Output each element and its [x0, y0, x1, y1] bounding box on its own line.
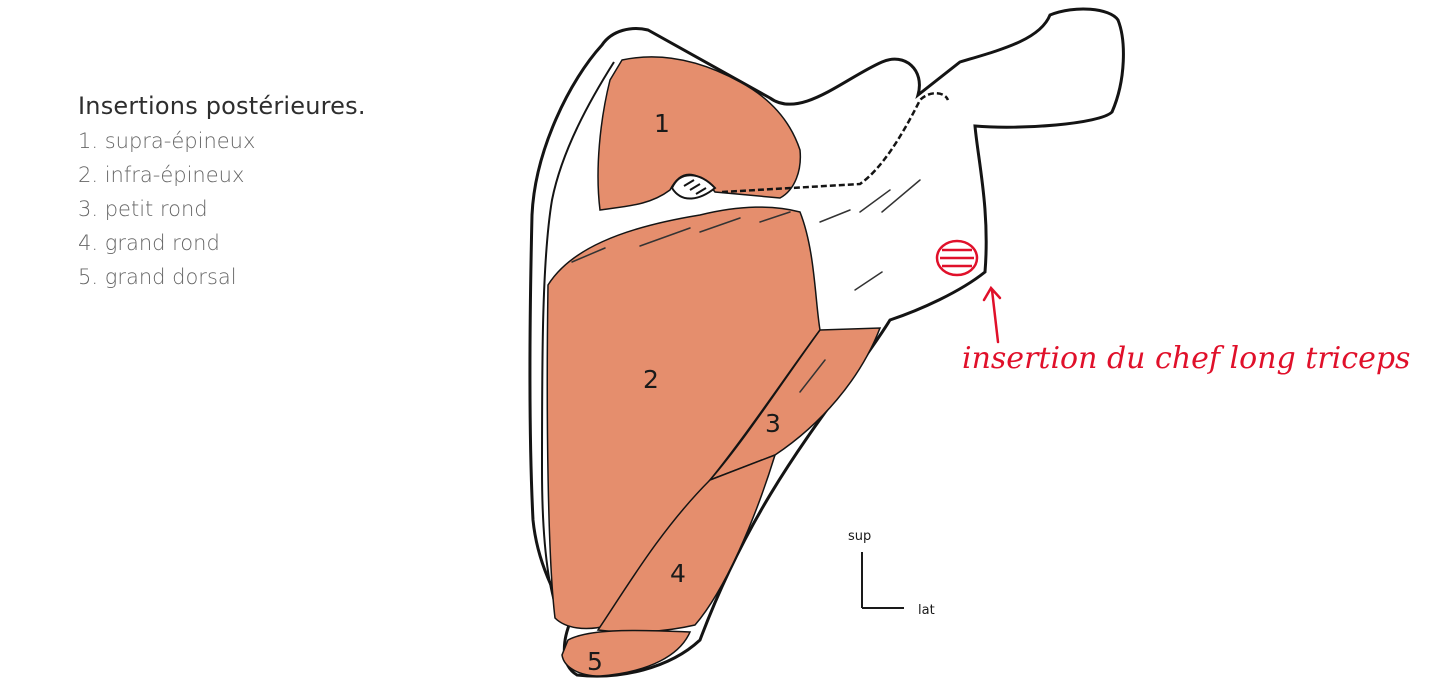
legend-title: Insertions postérieures. [78, 92, 366, 120]
region-grand-dorsal [561, 629, 692, 677]
orientation-sup-label: sup [848, 529, 871, 544]
label-region-4: 4 [670, 559, 686, 588]
legend-item-grand-dorsal: 5. grand dorsal [78, 265, 237, 289]
legend-item-petit-rond: 3. petit rond [78, 197, 208, 221]
orientation-lat-label: lat [918, 603, 935, 618]
scapular-spine [721, 92, 950, 194]
legend-list: 1. supra-épineux 2. infra-épineux 3. pet… [78, 124, 458, 294]
legend-item-supra-epineux: 1. supra-épineux [78, 129, 256, 153]
scapula-inner-border [540, 61, 615, 621]
annotation-text: insertion du chef long triceps [962, 341, 1410, 376]
label-region-2: 2 [643, 365, 659, 394]
triceps-insertion-mark [935, 239, 979, 277]
region-supra-epineux [597, 56, 802, 211]
label-region-5: 5 [587, 647, 603, 676]
orientation-indicator: sup lat [848, 529, 935, 618]
handwritten-annotation: insertion du chef long triceps [962, 285, 1410, 376]
legend: Insertions postérieures. 1. supra-épineu… [78, 92, 458, 294]
fibre-lines [571, 179, 921, 393]
glenoid-hatch [683, 179, 707, 195]
annotation-arrow-icon [982, 285, 1002, 344]
label-region-3: 3 [765, 409, 781, 438]
legend-item-grand-rond: 4. grand rond [78, 231, 220, 255]
region-infra-epineux [546, 206, 821, 630]
label-region-1: 1 [654, 109, 670, 138]
legend-item-infra-epineux: 2. infra-épineux [78, 163, 245, 187]
